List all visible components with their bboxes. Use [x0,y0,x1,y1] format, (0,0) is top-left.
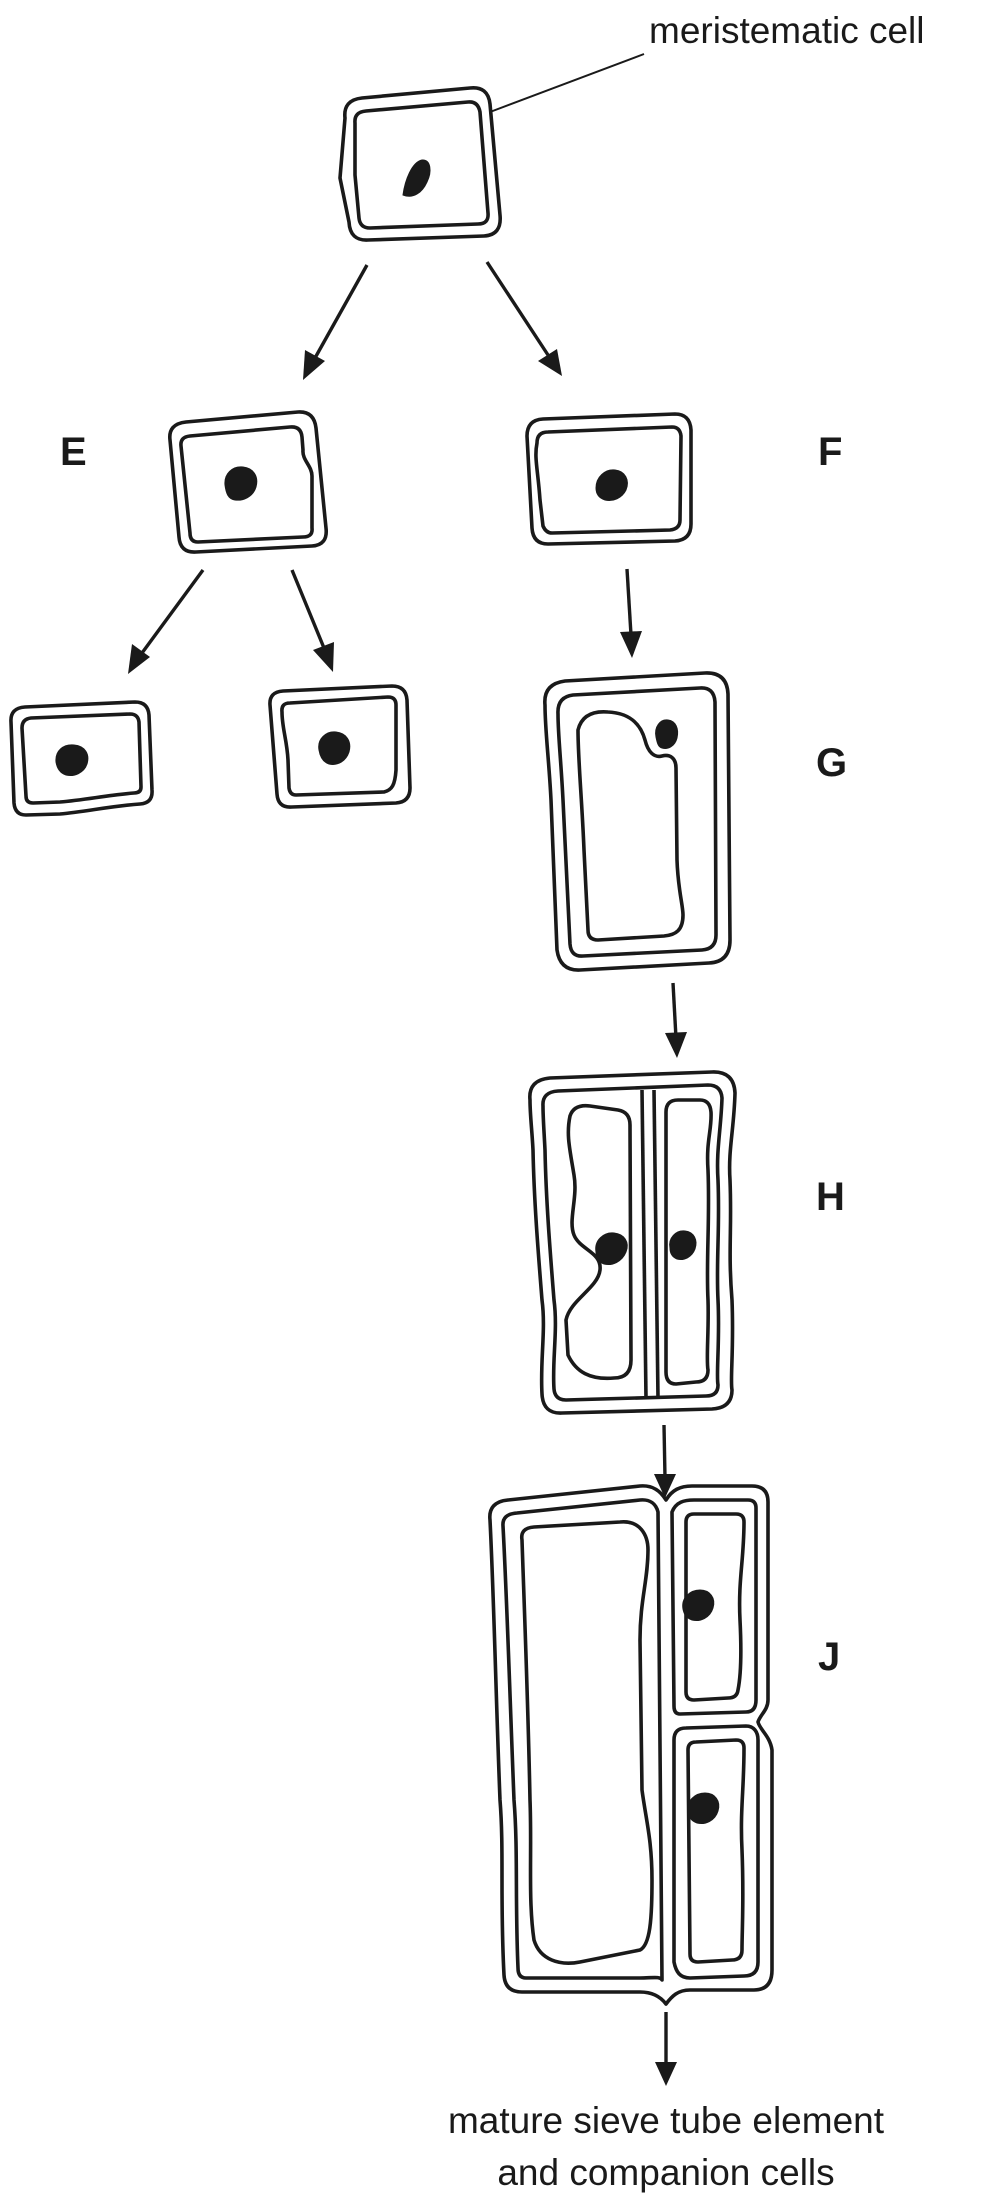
nucleus [687,1792,720,1824]
label-mature-line1: mature sieve tube element [448,2100,885,2141]
cell-F [525,412,693,546]
label-meristematic-cell: meristematic cell [649,10,925,51]
nucleus [595,469,628,501]
label-mature-line2: and companion cells [497,2152,834,2193]
meristematic-cell [338,86,502,242]
arrow-G-to-H [665,982,687,1058]
label-E: E [60,430,87,474]
arrow-F-to-G [620,568,642,658]
arrow-E-right [290,569,334,672]
cell-J [488,1484,774,2006]
meristematic-cell-leader-line [489,53,645,113]
cell-H [528,1070,737,1415]
arrow-to-E [303,264,369,380]
label-J: J [818,1635,840,1679]
daughter-cell-left [9,700,154,817]
label-H: H [816,1175,845,1219]
arrow-E-left [128,568,205,674]
nucleus [595,1232,628,1265]
nucleus [55,744,89,776]
nucleus [669,1230,697,1260]
daughter-cell-right [268,684,412,809]
label-G: G [816,741,847,785]
nucleus [402,159,431,197]
cell-E [168,410,329,554]
cell-G [543,671,732,972]
arrow-to-F [485,261,562,376]
nucleus [224,466,258,501]
nucleus [682,1589,715,1621]
label-F: F [818,430,842,474]
arrow-J-to-mature [655,2012,677,2086]
nucleus [655,719,679,749]
arrow-H-to-J [654,1424,676,1498]
nucleus [318,731,351,765]
